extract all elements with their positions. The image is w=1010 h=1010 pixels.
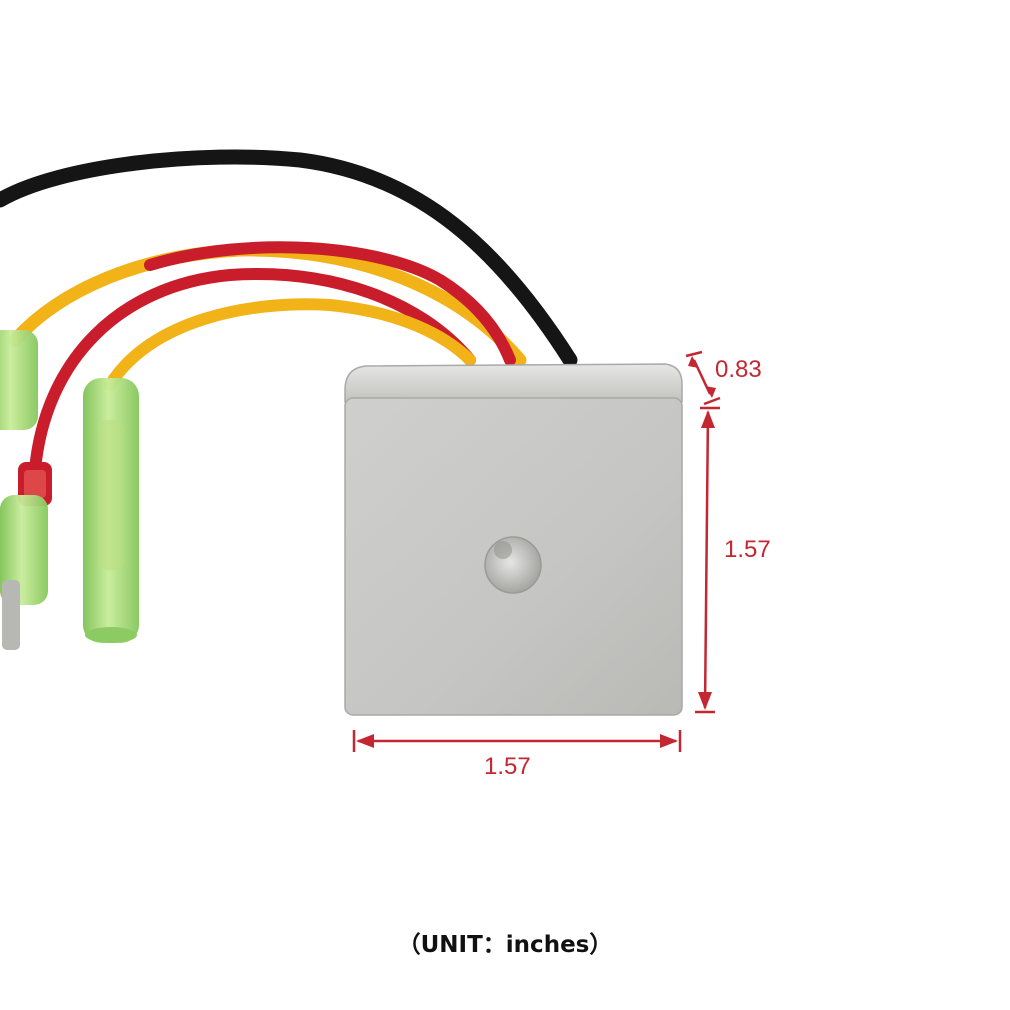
yellow-wire-right — [104, 298, 476, 391]
depth-dimension-label: 0.83 — [715, 356, 762, 383]
red-wire-lower — [29, 268, 476, 476]
dimension-depth: 0.83 — [685, 350, 762, 406]
height-dimension-label: 1.57 — [724, 536, 771, 563]
wire-harness — [0, 149, 578, 476]
housing-top-face — [344, 363, 683, 403]
green-connector-right — [83, 378, 139, 643]
connector-group — [0, 330, 139, 650]
width-dimension-label: 1.57 — [484, 753, 531, 780]
unit-caption: （UNIT：inches） — [397, 932, 613, 958]
mounting-hole — [484, 536, 542, 594]
dimension-height: 1.57 — [695, 406, 771, 714]
dimension-width: 1.57 — [352, 730, 682, 780]
regulator-housing — [344, 363, 683, 716]
green-connector-top-left — [0, 330, 38, 430]
red-wire-upper — [144, 241, 516, 366]
green-connector-left — [0, 495, 48, 650]
black-wire — [0, 149, 578, 368]
